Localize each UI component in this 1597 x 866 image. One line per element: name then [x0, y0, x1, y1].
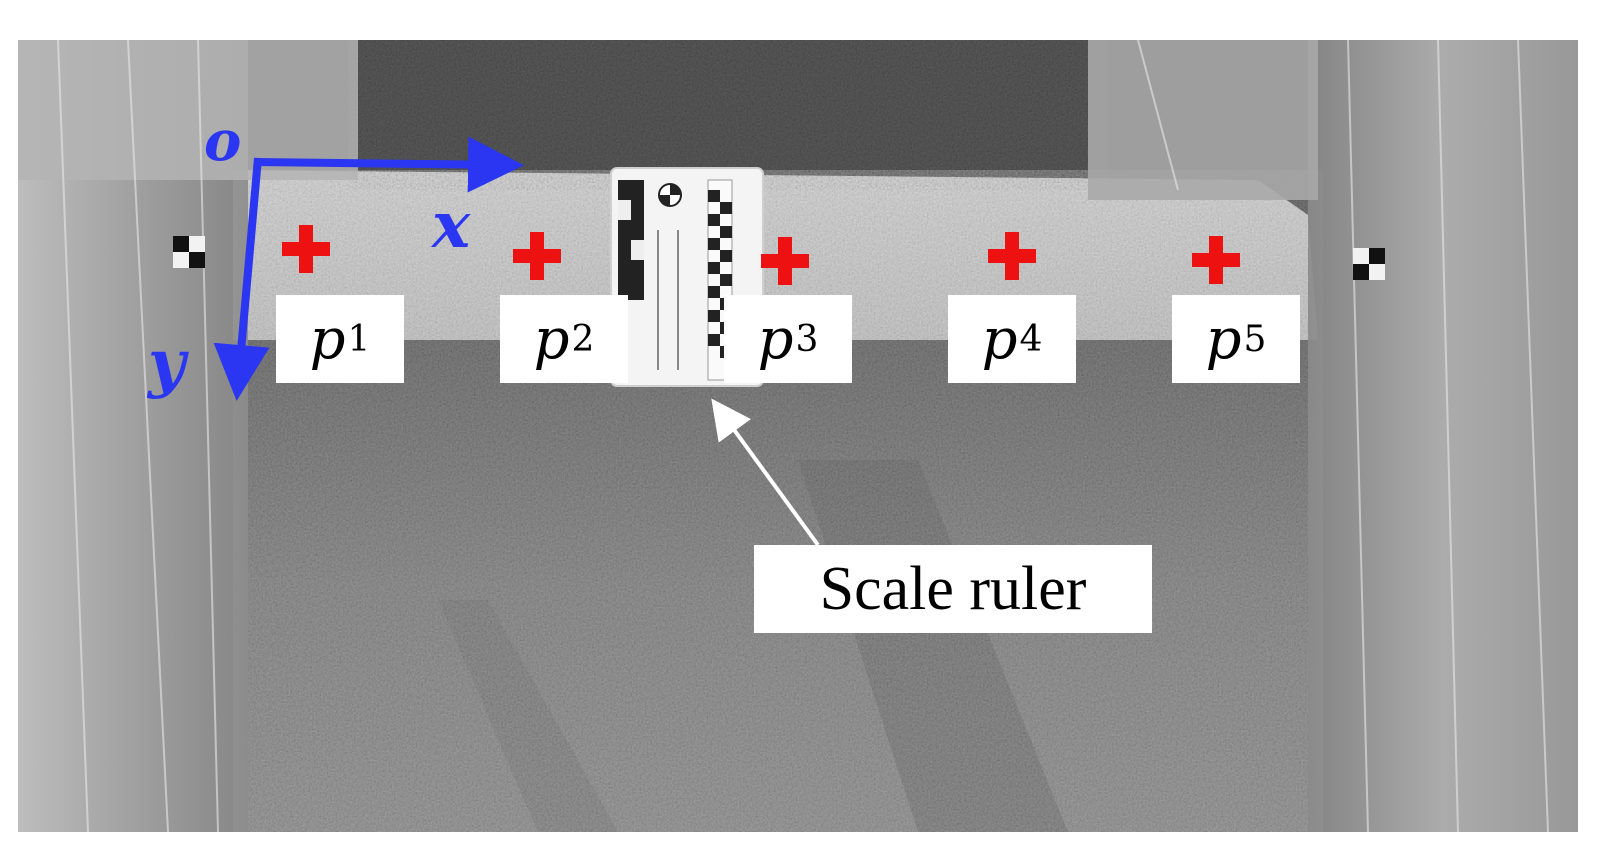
glass-target-right [1353, 248, 1385, 280]
photo-scene [18, 40, 1578, 832]
point-label-3-sub: 3 [795, 318, 819, 360]
glass-target-left [173, 236, 205, 268]
y-axis-label: y [148, 326, 186, 401]
point-label-5-name: p [1205, 306, 1242, 372]
scale-ruler-label: Scale ruler [754, 545, 1152, 633]
x-axis-label: x [432, 188, 471, 263]
marker-cross-3 [759, 235, 811, 287]
marker-cross-5 [1190, 234, 1242, 286]
marker-cross-1 [280, 223, 332, 275]
point-label-4-sub: 4 [1019, 318, 1043, 360]
point-label-5-sub: 5 [1243, 318, 1267, 360]
marker-cross-2 [511, 230, 563, 282]
point-label-1-sub: 1 [347, 318, 371, 360]
marker-cross-4 [986, 230, 1038, 282]
scale-ruler-text: Scale ruler [819, 554, 1087, 623]
origin-label: o [204, 108, 242, 174]
point-label-3-name: p [757, 306, 794, 372]
point-label-2-sub: 2 [571, 318, 595, 360]
point-label-1-name: p [309, 306, 346, 372]
point-label-4-name: p [981, 306, 1018, 372]
point-label-2-name: p [533, 306, 570, 372]
